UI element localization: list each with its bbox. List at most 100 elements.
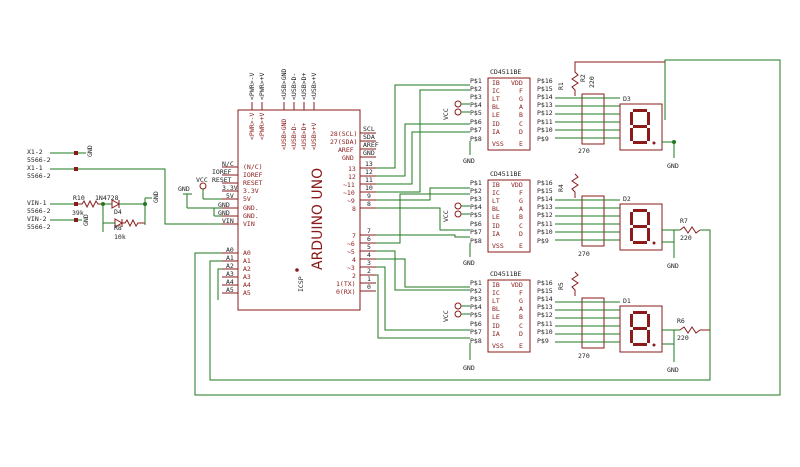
decoder-3-l1: P$2 <box>470 287 482 295</box>
d3-digit <box>630 109 656 145</box>
decoder-1-li5: ID <box>492 120 500 128</box>
x1-2-label: X1-2 <box>27 148 43 156</box>
r7-value: 220 <box>680 234 692 242</box>
decoder-2-r2: P$14 <box>537 195 553 203</box>
right-pin-6: 11 <box>365 176 373 184</box>
decoder-2-li6: IA <box>492 230 500 238</box>
decoder-1-l7: P$8 <box>470 135 482 143</box>
r5-resistor <box>571 271 579 296</box>
top-pin-inner-2: <USB>GND <box>280 119 288 150</box>
analog-pin-2: A2 <box>226 262 234 270</box>
gnd-arduino-label: GND <box>178 185 190 193</box>
decoder-1-li1: IC <box>492 87 500 95</box>
r1-label: R1 <box>557 82 565 90</box>
top-pin-3: <USB>D- <box>290 73 298 100</box>
decoder-2-ri3: A <box>519 205 523 213</box>
decoder-2-title: CD4511BE <box>490 170 521 178</box>
resistor-array-d2 <box>581 195 605 247</box>
decoder-1-r2: P$14 <box>537 93 553 101</box>
decoder-3-vcc: VCC <box>442 310 450 322</box>
decoder-3-r0: P$16 <box>537 279 553 287</box>
right-inner-17: 0(RX) <box>336 288 356 296</box>
decoder-3-li1: IC <box>492 289 500 297</box>
arduino-title: ARDUINO UNO <box>310 168 326 270</box>
right-pin-3: GND <box>363 149 375 157</box>
decoder-1-ri0: VDD <box>511 79 523 87</box>
decoder-1-right-labels: VDD F G A B C D E P$16 P$15 P$14 P$13 P$… <box>511 77 553 148</box>
top-pin-0: <PWR>-V <box>248 73 256 100</box>
arduino-analog-pins: A0 A1 A2 A3 A4 A5 A0 A1 A2 A3 A4 A5 <box>222 246 251 297</box>
decoder-2-ri2: G <box>519 197 523 205</box>
decoder-2-r1: P$15 <box>537 187 553 195</box>
right-inner-9: 8 <box>352 205 356 213</box>
right-pin-15: 2 <box>367 267 371 275</box>
x1-2-conn: 5566-2 <box>27 156 51 164</box>
array-d2-value: 270 <box>578 250 590 258</box>
resistor-array-d1 <box>581 297 605 349</box>
decoder-3-title: CD4511BE <box>490 270 521 278</box>
decoder-3-li6: IA <box>492 330 500 338</box>
right-inner-15: 2 <box>352 272 356 280</box>
decoder-3-r4: P$12 <box>537 311 553 319</box>
right-inner-6: ~11 <box>343 181 355 189</box>
gnd-zener: GND <box>152 191 160 203</box>
right-inner-11: ~6 <box>347 240 355 248</box>
decoder-3-li7: VSS <box>492 342 504 350</box>
resistor-array-d3 <box>581 93 605 145</box>
top-pin-2: <USB>GND <box>280 69 288 100</box>
right-inner-14: ~3 <box>347 264 355 272</box>
analog-inner-4: A4 <box>243 281 251 289</box>
analog-inner-3: A3 <box>243 273 251 281</box>
decoder-1-l1: P$2 <box>470 85 482 93</box>
decoder-3-ri4: B <box>519 313 523 321</box>
decoder-1-l0: P$1 <box>470 77 482 85</box>
analog-inner-0: A0 <box>243 249 251 257</box>
top-pin-inner-5: <USB>+V <box>310 123 318 150</box>
decoder-1-r1: P$15 <box>537 85 553 93</box>
analog-pin-5: A5 <box>226 286 234 294</box>
vcc-arduino-label: VCC <box>196 176 208 184</box>
left-inner-5: GND. <box>243 204 259 212</box>
right-inner-16: 1(TX) <box>336 280 356 288</box>
arduino-left-pins: N/C IOREF RESET 3.3V 5V GND GND VIN (N/C… <box>212 160 263 228</box>
decoder-3-li0: IB <box>492 281 500 289</box>
decoder-3-ri1: F <box>519 289 523 297</box>
input-section: X1-2 5566-2 GND X1-1 5566-2 VIN-1 5566-2… <box>27 145 222 241</box>
top-pin-inner-1: <PWR>+V <box>258 113 266 140</box>
right-pin-17: 0 <box>367 283 371 291</box>
decoder-3-l3: P$4 <box>470 303 482 311</box>
display-d2-label: D2 <box>623 195 631 203</box>
r6-resistor <box>679 326 710 334</box>
decoder-2-l0: P$1 <box>470 179 482 187</box>
decoder-2-ri1: F <box>519 189 523 197</box>
decoder-3-l0: P$1 <box>470 279 482 287</box>
right-pin-0: SCL <box>363 125 375 133</box>
arduino-body <box>237 109 361 311</box>
r8-resistor <box>122 218 145 228</box>
r2-value: 220 <box>588 76 596 88</box>
left-pin-3: 3.3V <box>222 184 238 192</box>
r4-resistor <box>571 173 579 198</box>
left-inner-7: VIN <box>243 220 255 228</box>
right-pin-5: 12 <box>365 168 373 176</box>
x1-1-conn: 5566-2 <box>27 172 51 180</box>
decoder-1-r5: P$11 <box>537 118 553 126</box>
display-d2 <box>619 203 663 251</box>
right-inner-1: 27(SDA) <box>330 138 357 146</box>
left-pin-2: RESET <box>212 176 232 184</box>
display-d1-label: D1 <box>623 297 631 305</box>
vin-1-conn: 5566-2 <box>27 207 51 215</box>
top-pin-inner-0: <PWR>-V <box>248 113 256 140</box>
decoder-3-li2: LT <box>492 297 500 305</box>
top-pin-5: <USB>+V <box>310 73 318 100</box>
right-pin-2: AREF <box>363 141 379 149</box>
arduino-uno: ARDUINO UNO ICSP <PWR>-V <PWR>+V <USB>GN… <box>212 69 379 311</box>
right-pin-7: 10 <box>365 184 373 192</box>
decoder-1-li3: BL <box>492 103 500 111</box>
decoder-3-ri0: VDD <box>511 281 523 289</box>
decoder-3-r3: P$13 <box>537 303 553 311</box>
decoder-2-li1: IC <box>492 189 500 197</box>
r8-value: 10k <box>114 233 126 241</box>
right-inner-8: ~9 <box>347 197 355 205</box>
